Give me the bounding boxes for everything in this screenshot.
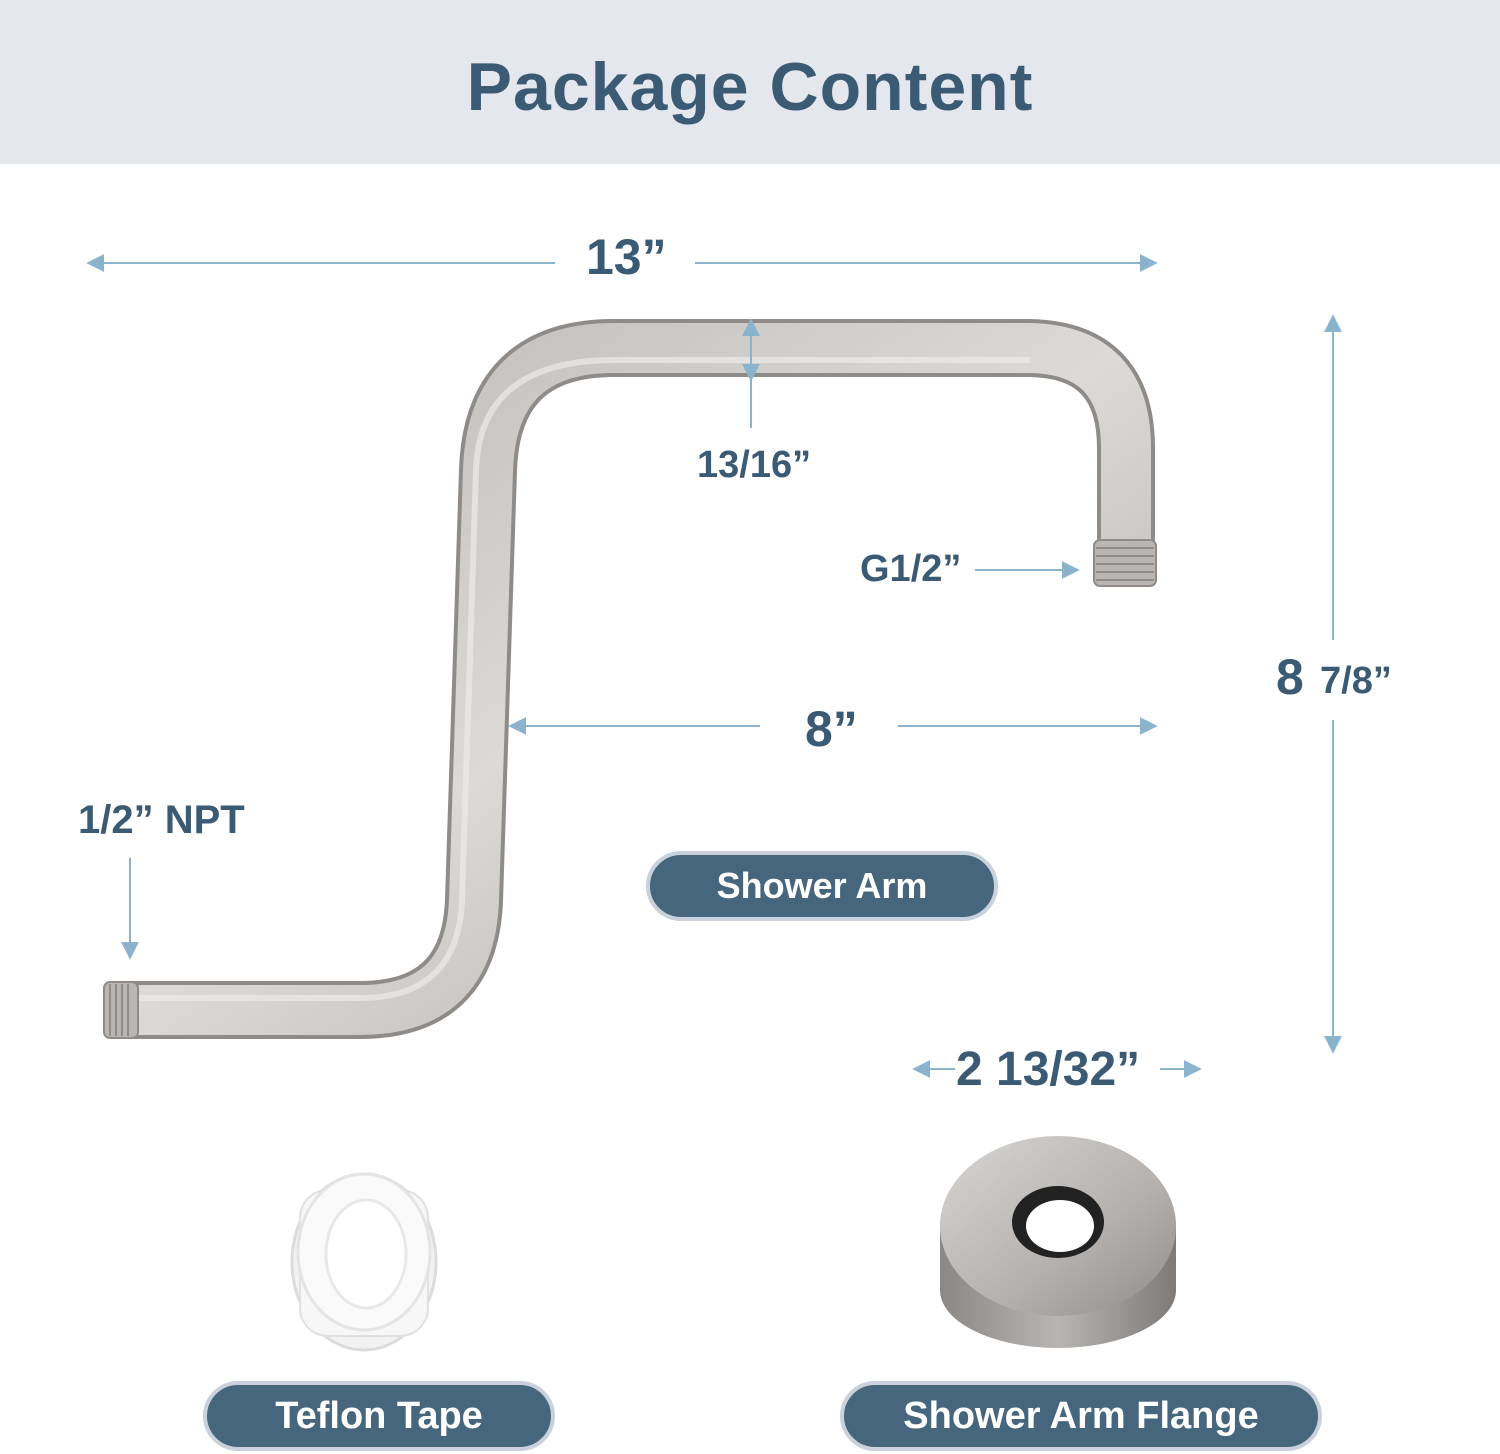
shower-arm-pill: Shower Arm (646, 851, 998, 921)
offset-width-label: 8” (805, 701, 858, 757)
round-flange-icon (940, 1136, 1176, 1348)
outlet-thread-icon (1093, 539, 1157, 587)
s-shaped-shower-arm-icon (103, 319, 1157, 1039)
overall-width-label: 13” (586, 229, 667, 285)
shower-arm-flange-label: Shower Arm Flange (903, 1395, 1259, 1437)
inlet-thread-label: 1/2” NPT (78, 798, 245, 842)
overall-height-whole-label: 8 (1276, 652, 1304, 702)
overall-height-fraction-label: 7/8” (1320, 660, 1392, 702)
page-title: Package Content (466, 49, 1034, 125)
overall-height-whole-value: 8 (1276, 649, 1304, 705)
teflon-tape-label: Teflon Tape (275, 1395, 483, 1437)
flange-diameter-label: 2 13/32” (956, 1043, 1141, 1096)
shower-arm-label: Shower Arm (716, 865, 928, 906)
arm-diameter-label: 13/16” (697, 444, 812, 486)
outlet-thread-label: G1/2” (860, 548, 962, 590)
teflon-tape-pill: Teflon Tape (203, 1381, 555, 1451)
teflon-tape-roll-icon (290, 1172, 438, 1352)
inlet-thread-icon (103, 981, 139, 1039)
header-banner: Package Content (0, 0, 1500, 164)
shower-arm-flange-pill: Shower Arm Flange (840, 1381, 1322, 1451)
